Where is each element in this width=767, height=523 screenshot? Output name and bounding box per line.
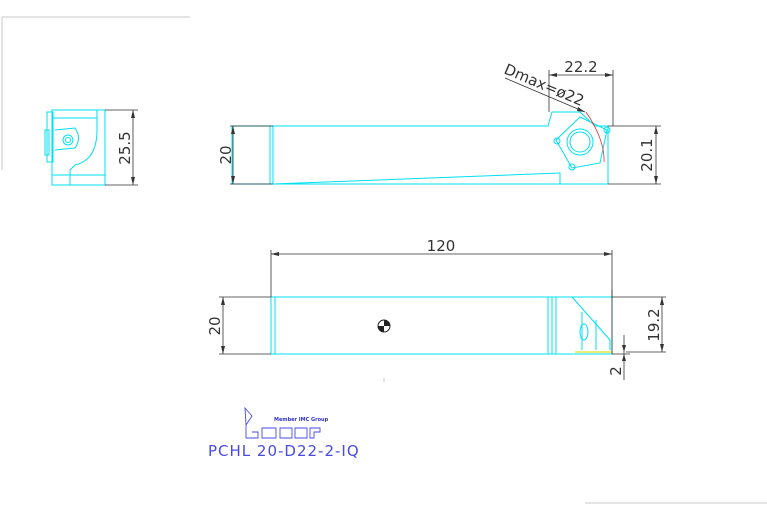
insert-pentagon (553, 116, 611, 171)
top-head-height-label: 20.1 (638, 138, 656, 171)
top-view (231, 111, 611, 185)
side-shank-height-label: 20 (206, 316, 224, 335)
max-diameter-arc (585, 111, 605, 163)
dimension-side-offset: 2 (607, 290, 630, 380)
dimension-side-tip-height: 19.2 (612, 296, 666, 353)
logo-tagline: Member IMC Group (274, 417, 329, 423)
side-offset-label: 2 (607, 366, 625, 376)
dimension-overall-length: 120 (270, 237, 613, 297)
end-view-height-label: 25.5 (116, 131, 134, 164)
dimension-top-head-height: 20.1 (608, 125, 661, 185)
part-number-title: PCHL 20-D22-2-IQ (208, 442, 360, 460)
end-view (44, 109, 106, 186)
center-of-gravity-symbol (377, 319, 391, 333)
dimension-top-shank-height: 20 (217, 125, 273, 185)
iscar-logo: Member IMC Group (244, 406, 329, 439)
top-shank-height-label: 20 (217, 145, 235, 164)
top-head-width-label: 22.2 (564, 58, 597, 76)
dimension-end-view-height: 25.5 (105, 109, 138, 186)
side-view (270, 296, 613, 355)
dimension-side-shank-height: 20 (206, 296, 271, 355)
dimension-top-head-width: 22.2 (548, 58, 614, 126)
side-tip-height-label: 19.2 (645, 308, 663, 341)
overall-length-label: 120 (427, 237, 456, 255)
